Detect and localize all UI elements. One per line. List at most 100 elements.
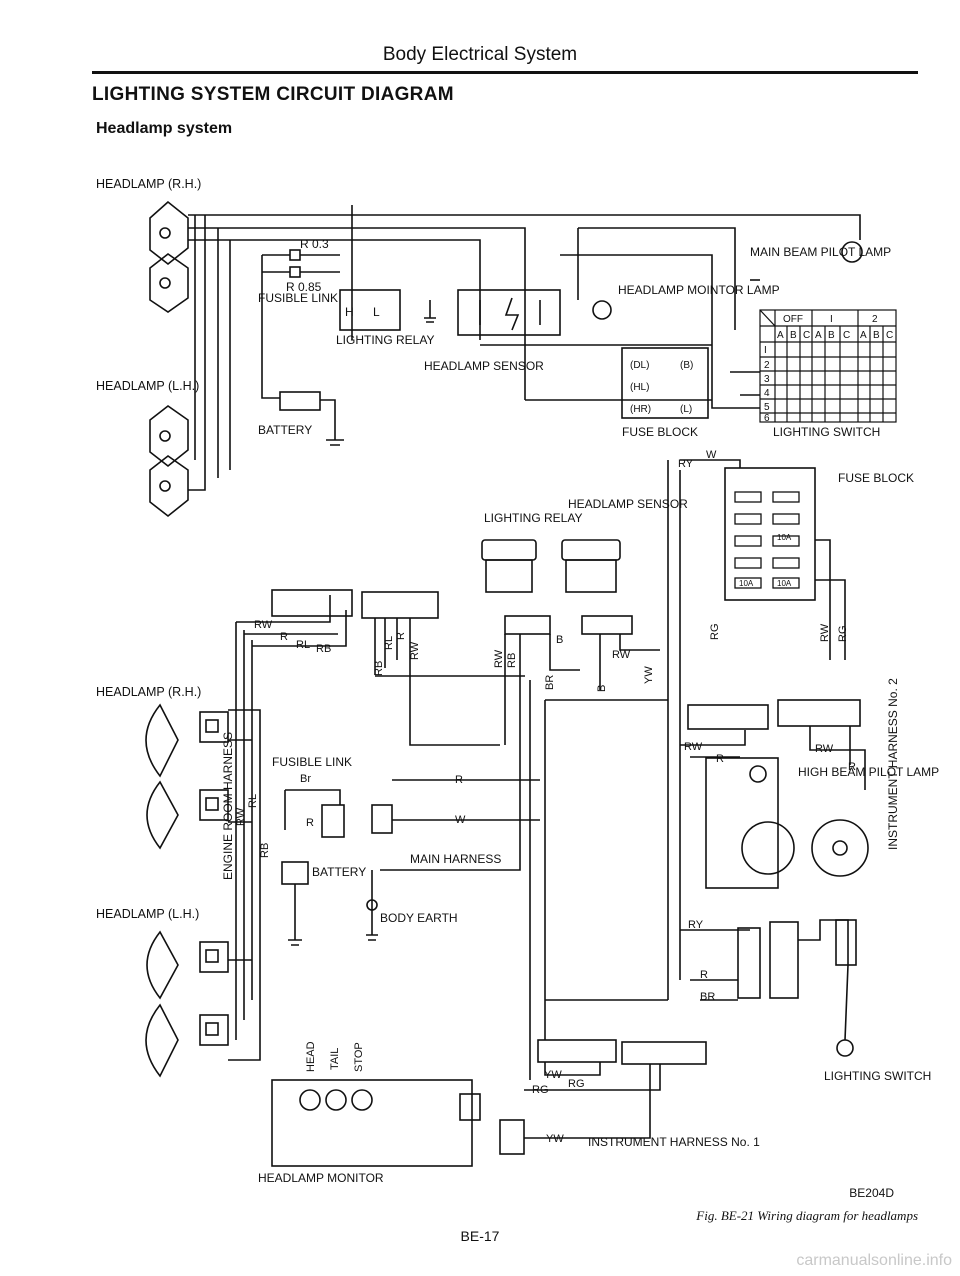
header-rule (92, 71, 918, 74)
instrument-harness-2-label: INSTRUMENT HARNESS No. 2 (886, 678, 900, 850)
headlamp-monitor-box (271, 1079, 473, 1167)
switch-stalk-wire (798, 919, 849, 1041)
harness-headlamp-lh-label: HEADLAMP (L.H.) (96, 907, 199, 921)
fuse-10a-3: 10A (777, 579, 792, 588)
page-number: BE-17 (460, 1228, 500, 1244)
switch-row-2: 3 (764, 374, 770, 385)
wire-r03-label: R 0.3 (300, 237, 329, 251)
fuse-left-wires (667, 460, 681, 1000)
switch-header-1: I (830, 314, 833, 325)
schem-headlamp-lh-label: HEADLAMP (L.H.) (96, 379, 199, 393)
harness-high-beam-lamp (749, 765, 767, 783)
wire-rw-5: RW (409, 641, 421, 660)
wire-monitor-bus (578, 227, 736, 330)
page-header: Body Electrical System (382, 44, 578, 65)
wire-rl-2: RL (247, 794, 259, 808)
fuse-term-l: (L) (680, 404, 692, 415)
inst-conn-right-wires (809, 726, 866, 790)
fusible-wires (284, 789, 341, 830)
switch-col-7: B (873, 330, 880, 341)
schem-monitor-lamp-label: HEADLAMP MOINTOR LAMP (618, 283, 780, 297)
wire-rb-2: RB (259, 843, 271, 858)
headlamp-monitor-label: HEADLAMP MONITOR (258, 1171, 384, 1185)
inst-conn-wires (680, 730, 746, 758)
harness-battery-label: BATTERY (312, 865, 366, 879)
schem-lighting-relay-label: LIGHTING RELAY (336, 333, 434, 347)
connector-1-wires (236, 595, 347, 647)
harness-headlamp-lh-outer (145, 1003, 229, 1078)
wire-fuse-bus (560, 254, 760, 409)
figure-code: BE204D (849, 1186, 894, 1200)
lighting-switch-knob (836, 1039, 854, 1057)
inst1-connector-3 (499, 1119, 525, 1155)
relay-connector (504, 615, 551, 635)
harness-lighting-switch-label: LIGHTING SWITCH (824, 1069, 931, 1083)
schem-battery (279, 391, 321, 411)
wire-r-3: R (455, 774, 463, 786)
harness-lighting-relay (485, 559, 533, 593)
switch-col-3: A (815, 330, 822, 341)
wire-fusible-left (261, 255, 280, 399)
harness-battery (281, 861, 309, 885)
wire-rb-3: RB (506, 653, 518, 668)
instrument-connector-1 (687, 704, 769, 730)
schem-battery-label: BATTERY (258, 423, 312, 437)
harness-fusible-link-label: FUSIBLE LINK (272, 755, 352, 769)
wire-bus-2 (188, 227, 526, 400)
subsection-title: Headlamp system (96, 120, 233, 137)
schem-headlamp-lh-inner (149, 405, 189, 468)
watermark: carmanualsonline.info (796, 1252, 952, 1269)
monitor-tail-label: TAIL (329, 1048, 341, 1070)
harness-main-wires (392, 779, 540, 821)
wire-r085-label: R 0.85 (286, 280, 322, 294)
monitor-connector (459, 1093, 481, 1121)
wire-rb-1: RB (316, 643, 331, 655)
switch-header-2: 2 (872, 314, 878, 325)
wire-r-7: R (700, 969, 708, 981)
harness-connector-2 (361, 591, 439, 619)
switch-col-6: A (860, 330, 867, 341)
wire-r-4: R (395, 632, 407, 640)
switch-wires (680, 929, 750, 1001)
sensor-internals (479, 297, 541, 331)
wire-rg-3: RG (568, 1078, 585, 1090)
schem-monitor-lamp (592, 300, 612, 320)
wire-rg-1: RG (709, 624, 721, 641)
wire-rg-2: RG (837, 626, 849, 643)
fuse-top-wire (680, 459, 741, 468)
body-earth-label: BODY EARTH (380, 911, 458, 925)
wire-rw-2: RW (235, 807, 247, 826)
instrument-socket-1 (741, 821, 795, 875)
harness-headlamp-branches (228, 739, 252, 961)
schem-headlamp-lh-outer (149, 455, 189, 518)
monitor-stop-label: STOP (353, 1042, 365, 1072)
wire-br-3: BR (700, 991, 715, 1003)
switch-connector-1 (737, 927, 761, 999)
wire-ry-2: RY (688, 919, 704, 931)
wire-rw-1: RW (254, 619, 273, 631)
harness-relay-socket (481, 539, 537, 561)
instrument-socket-2-center (832, 840, 848, 856)
schem-main-beam-label: MAIN BEAM PILOT LAMP (750, 245, 891, 259)
trunk-lines (529, 680, 668, 1080)
harness-connector-1 (271, 589, 353, 617)
wire-br-2: BR (544, 675, 556, 690)
wire-battery (320, 399, 336, 440)
wire-top-bus (188, 214, 861, 240)
wire-yw-1: YW (643, 666, 655, 684)
schem-headlamp-rh-outer (149, 200, 189, 266)
engine-harness-wires (235, 622, 253, 1040)
switch-col-5: C (843, 330, 850, 341)
harness-fuse-block (724, 467, 816, 601)
wire-w-1: W (455, 814, 466, 826)
monitor-head-label: HEAD (305, 1041, 317, 1072)
engine-room-harness-label: ENGINE ROOM HARNESS (221, 732, 235, 880)
battery-earth-lead (288, 884, 302, 946)
switch-col-1: B (790, 330, 797, 341)
schem-fuse-block (621, 347, 709, 419)
wire-rg-4: RG (532, 1084, 549, 1096)
harness-fusible-block (321, 804, 345, 838)
harness-high-beam-box (705, 757, 779, 889)
harness-headlamp-sensor (565, 559, 617, 593)
schem-headlamp-sensor-label: HEADLAMP SENSOR (424, 359, 544, 373)
